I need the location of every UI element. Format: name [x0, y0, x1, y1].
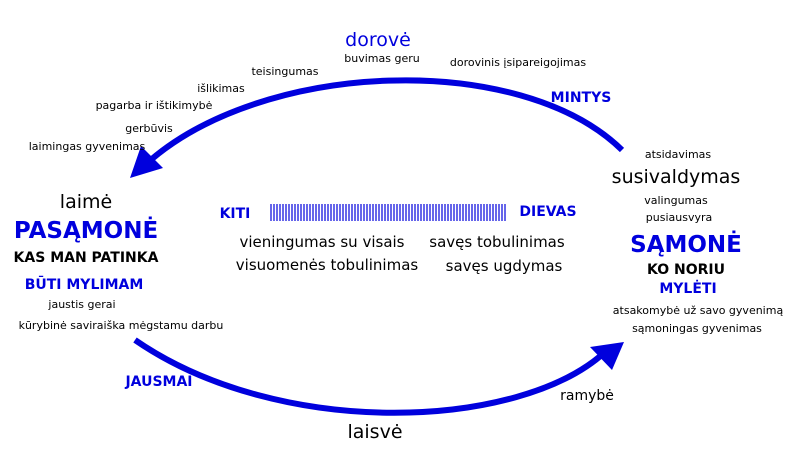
left-word-small: kūrybinė saviraiška mėgstamu darbu	[19, 319, 224, 332]
bottom-arc-arrow	[133, 337, 608, 416]
bottom-arrowhead	[590, 342, 624, 370]
right-word-large: susivaldymas	[612, 166, 741, 188]
left-blue-label: BŪTI MYLIMAM	[25, 275, 144, 293]
right-word-small: valingumas	[644, 194, 708, 207]
center-right-label: DIEVAS	[519, 204, 576, 220]
top-word: laimingas gyvenimas	[29, 140, 146, 153]
top-word: išlikimas	[197, 82, 245, 95]
top-arc-arrow	[142, 77, 625, 168]
right-word-small: sąmoningas gyvenimas	[632, 322, 762, 335]
center-left-label: KITI	[220, 206, 251, 222]
right-word-small: atsidavimas	[645, 148, 712, 161]
center-hatch-bar	[270, 204, 506, 221]
left-subtitle: KAS MAN PATINKA	[14, 250, 159, 266]
left-word: laimė	[60, 191, 112, 213]
top-arrow-label: MINTYS	[551, 90, 612, 106]
top-word: gerbūvis	[125, 122, 173, 135]
top-word: pagarba ir ištikimybė	[96, 99, 213, 112]
right-blue-label: MYLĖTI	[659, 280, 716, 297]
bottom-right-word: ramybė	[560, 388, 614, 404]
top-word: teisingumas	[251, 65, 318, 78]
center-right-line: savęs tobulinimas	[429, 233, 565, 251]
top-word: dorovinis įsipareigojimas	[450, 56, 586, 69]
left-title: PASĄMONĖ	[14, 216, 158, 244]
center-left-line: visuomenės tobulinimas	[236, 256, 419, 274]
right-title: SĄMONĖ	[630, 230, 742, 258]
center-right-line: savęs ugdymas	[446, 257, 563, 275]
top-heading: dorovė	[345, 29, 411, 51]
top-arrowhead	[130, 146, 163, 178]
center-left-line: vieningumas su visais	[240, 233, 405, 251]
top-word: buvimas geru	[344, 52, 419, 65]
right-subtitle: KO NORIU	[647, 262, 725, 278]
right-word-small: pusiausvyra	[646, 211, 712, 224]
right-word-small: atsakomybė už savo gyvenimą	[613, 304, 784, 317]
left-word-small: jaustis gerai	[47, 298, 115, 311]
bottom-word: laisvė	[347, 421, 402, 443]
bottom-arrow-label: JAUSMAI	[124, 374, 192, 390]
